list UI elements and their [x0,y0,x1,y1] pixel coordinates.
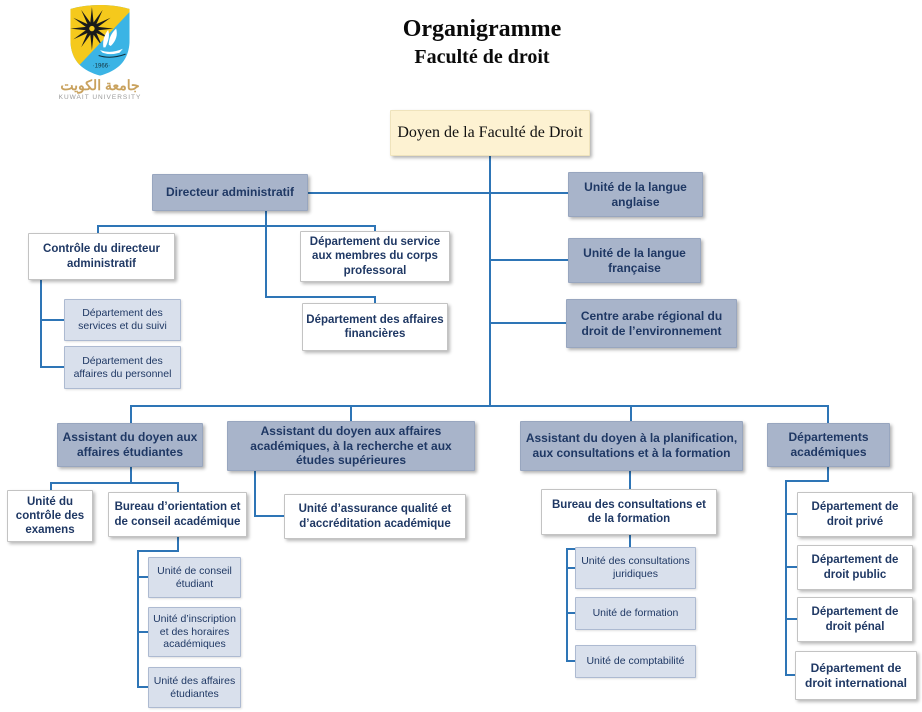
title-faculte: Faculté de droit [414,45,550,68]
logo-english-text: KUWAIT UNIVERSITY [58,94,142,102]
connector-centre-arabe [489,322,566,324]
connector-international-stub [785,674,797,676]
connector-francaise [489,259,568,261]
title-organigramme: Organigramme [402,16,562,42]
node-unite-controle-examens: Unité du contrôle des examens [7,490,93,542]
connector-assurance-stub [254,515,284,517]
connector-a1-horizontal [50,482,179,484]
connector-directeur-branch2 [265,296,376,298]
connector-directeur-anglaise [308,192,568,194]
dhow-ship-icon [98,28,126,58]
connector-financieres-drop [374,296,376,304]
connector-prive-stub [785,513,797,515]
node-assistant-affaires-academiques: Assistant du doyen aux affaires académiq… [227,421,475,471]
connector-a4-jog [785,480,829,482]
connector-directeur-drop [265,211,267,298]
connector-controle-up [97,225,99,234]
node-departements-academiques: Départements académiques [767,423,890,467]
node-bureau-orientation: Bureau d’orientation et de conseil acadé… [108,492,247,537]
connector-conseil-stub [137,576,148,578]
connector-inscription-stub [137,631,148,633]
university-shield-icon: ·1966· [70,5,130,76]
connector-corps-drop [374,225,376,232]
connector-a4-vertical [785,480,787,676]
connector-comptabilite-stub [566,660,575,662]
connector-examens-drop [50,482,52,491]
connector-suivi-stub [40,319,64,321]
node-unite-affaires-etudiantes: Unité des affaires étudiantes [148,667,241,708]
node-dept-service-corps-professoral: Département du service aux membres du co… [300,231,450,282]
connector-a3-inner-drop [629,471,631,489]
connector-main-horizontal [130,405,829,407]
connector-trunk [489,156,491,406]
node-dept-droit-public: Département de droit public [797,545,913,590]
node-unite-langue-francaise: Unité de la langue française [568,238,701,283]
node-dept-services-suivi: Département des services et du suivi [64,299,181,341]
logo-year: ·1966· [93,64,110,70]
connector-affaires-stub [137,686,148,688]
node-dept-droit-prive: Département de droit privé [797,492,913,537]
connector-bureau-jog [137,550,179,552]
node-assistant-affaires-etudiantes: Assistant du doyen aux affaires étudiant… [57,423,203,467]
connector-drop-a2 [350,405,352,422]
connector-directeur-branch1 [97,225,376,227]
node-doyen: Doyen de la Faculté de Droit [390,110,590,156]
node-bureau-consultations: Bureau des consultations et de la format… [541,489,717,535]
node-dept-affaires-personnel: Département des affaires du personnel [64,346,181,389]
connector-formation-stub [566,612,575,614]
node-unite-formation: Unité de formation [575,597,696,630]
connector-drop-a4 [827,405,829,424]
connector-juridiques-stub [566,567,575,569]
kuwait-university-logo: ·1966· جامعة الكويت KUWAIT UNIVERSITY [48,3,152,101]
node-unite-comptabilite: Unité de comptabilité [575,645,696,678]
node-unite-inscription: Unité d’inscription et des horaires acad… [148,607,241,657]
connector-penal-stub [785,618,797,620]
connector-controle-drop [40,280,42,368]
connector-a1-drop [130,467,132,484]
node-centre-arabe: Centre arabe régional du droit de l’envi… [566,299,737,348]
node-unite-assurance-qualite: Unité d’assurance qualité et d’accrédita… [284,494,466,539]
connector-consultations-vertical [566,548,568,662]
node-assistant-planification: Assistant du doyen à la planification, a… [520,421,743,471]
connector-drop-a3 [630,405,632,422]
node-dept-affaires-financieres: Département des affaires financières [302,303,448,351]
connector-personnel-stub [40,366,64,368]
connector-bureau-down [177,537,179,552]
connector-public-stub [785,566,797,568]
page-title: Organigramme Faculté de droit [312,16,652,70]
logo-arabic-text: جامعة الكويت [60,77,140,93]
node-dept-droit-penal: Département de droit pénal [797,597,913,642]
connector-bureau-vertical [137,550,139,688]
connector-drop-a1 [130,405,132,424]
connector-a2-inner-drop [254,471,256,517]
node-unite-conseil-etudiant: Unité de conseil étudiant [148,557,241,598]
node-controle-directeur: Contrôle du directeur administratif [28,233,175,280]
connector-consultations-down [629,535,631,550]
connector-a4-down [827,467,829,482]
node-dept-droit-international: Département de droit international [795,651,917,700]
node-unite-langue-anglaise: Unité de la langue anglaise [568,172,703,217]
node-directeur-administratif: Directeur administratif [152,174,308,211]
node-unite-consultations-juridiques: Unité des consultations juridiques [575,547,696,589]
connector-bureau-orientation-drop [177,482,179,493]
